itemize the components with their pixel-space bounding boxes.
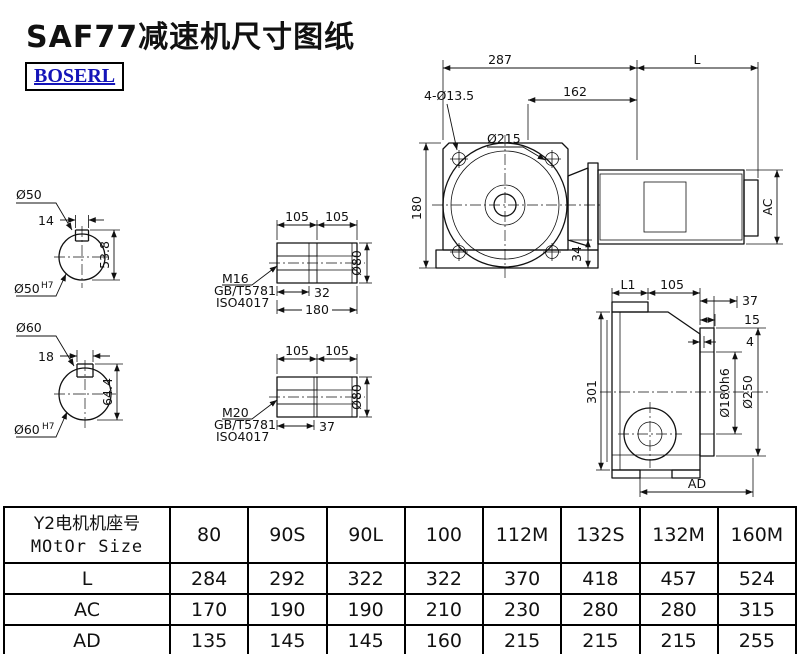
motor-size-header-cn: Y2电机机座号 [33,514,141,535]
dimension-drawing: 287 L 162 4-Ø13.5 Ø215 180 AC [14,52,783,497]
dim-motor-length: L [694,52,701,67]
dim-180: 180 [409,196,424,220]
dim-105-b: 105 [325,209,349,224]
thread-label-m20: M20 [222,405,249,420]
row-label: AC [3,593,171,626]
dim-value-cell: 160 [403,624,485,654]
motor-size-cell: 90L [325,506,406,564]
dim-value-cell: 280 [560,593,641,626]
standard-gb: GB/T5781 [214,283,276,298]
dim-value-cell: 230 [481,593,563,626]
dim-bore-50: Ø50 [14,281,40,296]
dim-value-cell: 190 [325,593,406,626]
motor-size-cell: 80 [168,506,250,564]
bolt-hole-icon [450,150,561,261]
dim-bore-60: Ø60 [14,422,40,437]
dim-bolt-holes: 4-Ø13.5 [424,88,474,103]
shaft-detail-m20: 105 105 37 M20 GB/T5781 ISO4017 Ø80 [214,343,372,444]
dim-value-cell: 370 [481,562,563,595]
dim-value-cell: 284 [168,562,250,595]
dim-value-cell: 315 [716,593,798,626]
dim-thread-len-37: 37 [319,419,335,434]
dimension-table: Y2电机机座号 MOtOr Size 80 90S 90L 100 112M 1… [3,506,798,654]
dim-value-cell: 210 [403,593,485,626]
dim-bore-60-tol: H7 [42,422,55,432]
dim-key-height-53-8: 53.8 [97,241,112,269]
motor-size-cell: 112M [481,506,563,564]
table-row-l: L 284 292 322 322 370 418 457 524 [3,562,798,595]
dim-value-cell: 145 [247,624,328,654]
dim-value-cell: 292 [247,562,328,595]
shaft-detail-m16: 105 105 32 180 M16 GB/T5781 ISO4017 Ø80 [214,209,372,317]
motor-size-cell: 132S [560,506,641,564]
dim-105-c: 105 [285,343,309,358]
row-label: AD [3,624,171,654]
dim-value-cell: 524 [716,562,798,595]
dim-value-cell: 170 [168,593,250,626]
dim-value-cell: 322 [325,562,406,595]
dim-dia-80-a: Ø80 [349,250,364,276]
dim-ad: AD [688,476,706,491]
dim-value-cell: 457 [638,562,719,595]
front-view: 287 L 162 4-Ø13.5 Ø215 180 AC [409,52,783,278]
dim-301: 301 [584,380,599,404]
dim-value-cell: 145 [325,624,406,654]
dim-value-cell: 322 [403,562,485,595]
dim-value-cell: 280 [638,593,719,626]
dim-162: 162 [563,84,587,99]
dim-105-d: 105 [325,343,349,358]
dim-105-side: 105 [660,277,684,292]
side-view: L1 105 37 15 4 301 Ø180h6 [584,277,770,497]
dim-total-len-180: 180 [305,302,329,317]
dim-bore-50-tol: H7 [41,281,54,291]
dim-dia-80-b: Ø80 [349,384,364,410]
motor-size-cell: 90S [247,506,328,564]
dim-value-cell: 215 [638,624,719,654]
page-title: SAF77减速机尺寸图纸 [26,20,356,55]
standard-iso-2: ISO4017 [216,429,269,444]
motor-size-cell: 160M [716,506,798,564]
dim-value-cell: 135 [168,624,250,654]
shaft-section-50: 14 Ø50 53.8 Ø50 H7 [14,187,120,297]
dim-dia-250: Ø250 [740,375,755,409]
dim-37: 37 [742,293,758,308]
dim-shaft-dia-50: Ø50 [16,187,42,202]
dim-105-a: 105 [285,209,309,224]
dim-value-cell: 255 [716,624,798,654]
dim-34: 34 [569,246,584,262]
standard-iso: ISO4017 [216,295,269,310]
thread-label-m16: M16 [222,271,249,286]
standard-gb-2: GB/T5781 [214,417,276,432]
brand-logo: BOSERL [25,62,125,91]
dim-ac: AC [760,198,775,215]
motor-size-cell: 100 [403,506,485,564]
shaft-section-60: 18 Ø60 64.4 Ø60 H7 [14,320,123,438]
dim-value-cell: 190 [247,593,328,626]
dim-l1: L1 [621,277,636,292]
table-row-ad: AD 135 145 145 160 215 215 215 255 [3,624,798,654]
dim-15: 15 [744,312,760,327]
dim-thread-len-32: 32 [314,285,330,300]
dim-287: 287 [488,52,512,67]
dim-value-cell: 215 [560,624,641,654]
dim-dia-180: Ø180h6 [717,368,732,418]
motor-size-header: Y2电机机座号 MOtOr Size [3,506,171,564]
dim-key-width-18: 18 [38,349,54,364]
dim-key-width-14: 14 [38,213,54,228]
table-header-row: Y2电机机座号 MOtOr Size 80 90S 90L 100 112M 1… [3,506,798,564]
table-row-ac: AC 170 190 190 210 230 280 280 315 [3,593,798,626]
motor-size-cell: 132M [638,506,719,564]
dim-key-height-64-4: 64.4 [100,378,115,406]
motor-size-header-en: MOtOr Size [30,536,144,557]
dim-flange-dia: Ø215 [487,131,521,146]
dim-shaft-dia-60: Ø60 [16,320,42,335]
dim-value-cell: 215 [481,624,563,654]
row-label: L [3,562,171,595]
dim-value-cell: 418 [560,562,641,595]
dim-4: 4 [746,334,754,349]
